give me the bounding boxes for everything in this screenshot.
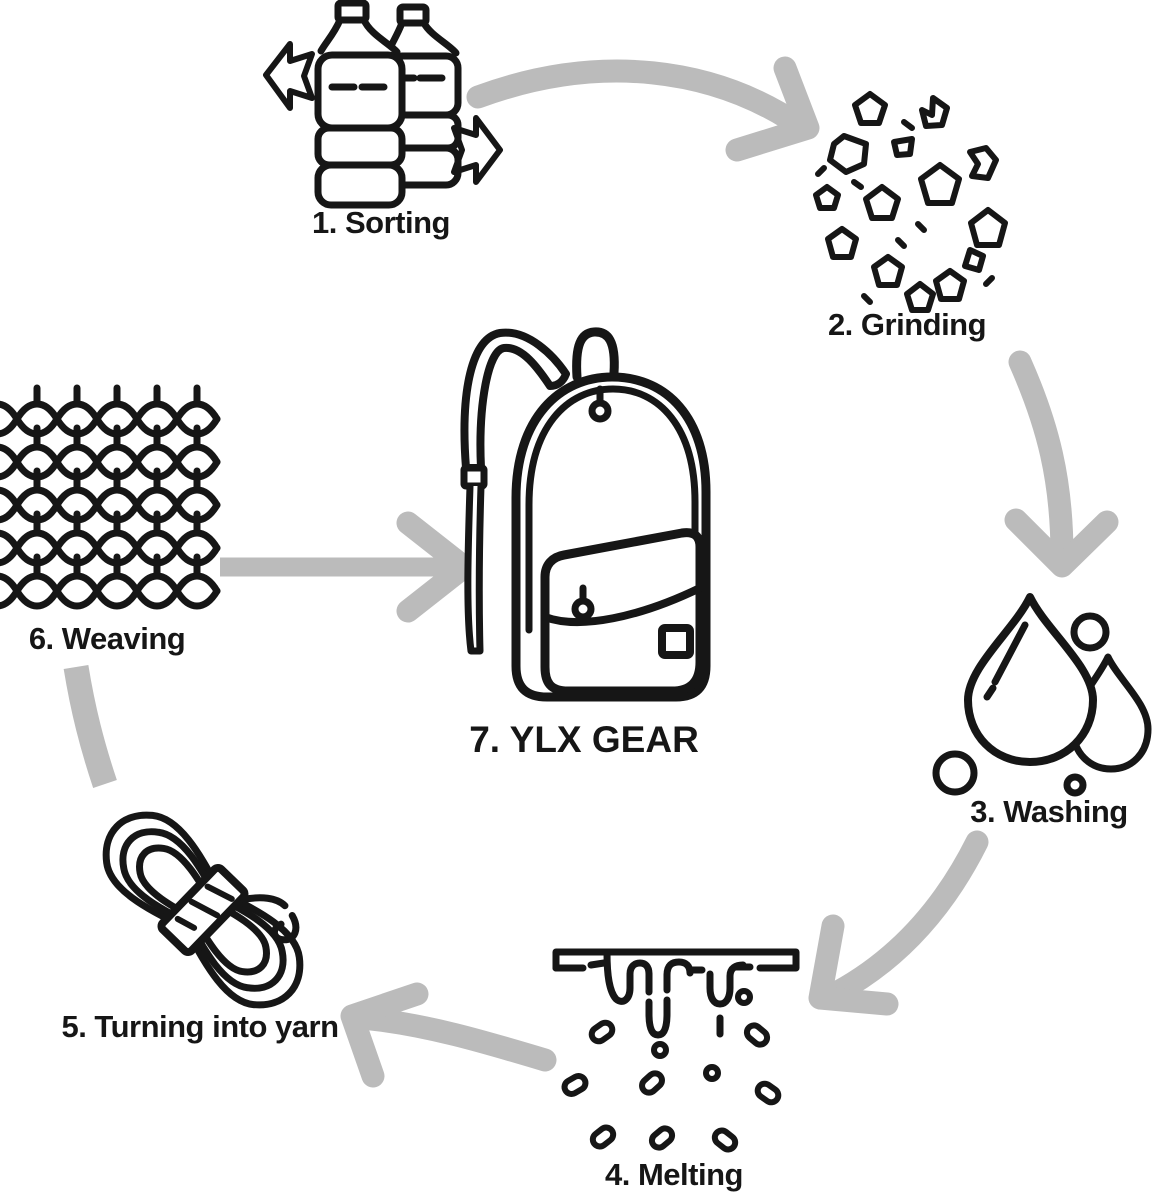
pocket-zipper-pull-icon <box>571 597 595 621</box>
step-washing <box>930 585 1152 800</box>
arrow-yarn-to-weaving <box>63 664 117 788</box>
step-sorting <box>256 0 506 212</box>
step-weaving <box>0 384 221 617</box>
arrow-melting-to-yarn <box>340 982 557 1088</box>
label-sorting: 1. Sorting <box>312 205 450 240</box>
label-washing: 3. Washing <box>970 794 1128 829</box>
water-drops-icon <box>932 593 1152 797</box>
label-yarn: 5. Turning into yarn <box>61 1009 339 1044</box>
backpack-icon <box>460 327 711 702</box>
label-weaving: 6. Weaving <box>28 621 186 656</box>
backpack-handle-icon <box>572 327 619 382</box>
zipper-pull-icon <box>588 399 612 423</box>
sort-right-arrow-icon <box>451 115 503 185</box>
melting-plastic-icon <box>552 948 800 1153</box>
backpack-pocket-icon <box>540 528 705 696</box>
arrow-sorting-to-grinding <box>466 56 820 162</box>
bubbles-icon <box>932 612 1110 797</box>
yarn-tail-icon <box>240 894 300 944</box>
label-grinding: 2. Grinding <box>827 307 987 342</box>
step-ylx-gear <box>450 320 720 720</box>
plastic-flakes-icon <box>813 91 1008 313</box>
woven-fabric-icon <box>0 384 221 610</box>
backpack-strap-icon <box>460 328 570 472</box>
plastic-bottles-sorting-icon <box>263 0 503 209</box>
label-ylx-gear: 7. YLX GEAR <box>469 719 699 760</box>
sort-left-arrow-icon <box>263 41 315 111</box>
label-melting: 4. Melting <box>605 1157 743 1192</box>
step-melting <box>550 948 800 1193</box>
plastic-pellets-icon <box>561 988 782 1153</box>
step-yarn <box>85 782 335 1032</box>
brand-patch-icon <box>658 624 694 659</box>
arrow-weaving-to-backpack <box>220 511 476 623</box>
step-grinding <box>800 88 1010 313</box>
arrow-grinding-to-washing <box>1004 350 1119 578</box>
yarn-skein-icon <box>102 811 304 1009</box>
arrow-washing-to-melting <box>808 830 989 1016</box>
